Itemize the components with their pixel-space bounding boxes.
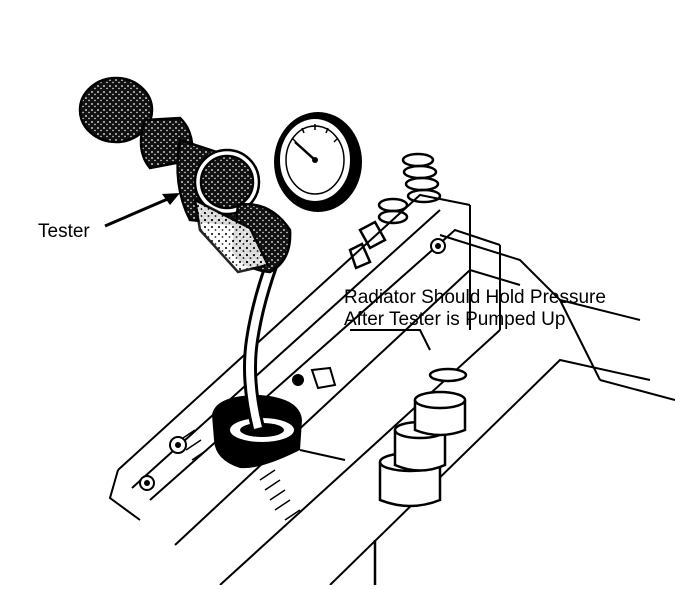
cylinder-parts [373,367,468,585]
spring-clamp-icon [348,152,442,270]
pressure-tester-pump [78,76,292,274]
hatch-marks [179,429,301,521]
radiator-note-line-2: After Tester is Pumped Up [344,309,566,330]
radiator-note-line-1: Radiator Should Hold Pressure [344,287,606,308]
bolt-icons [139,238,446,491]
tester-hose [243,252,282,430]
radiator-cap-adapter [212,395,302,469]
radiator-body [108,193,675,586]
pressure-gauge-icon [274,112,362,212]
tester-leader-arrow [104,193,180,228]
radiator-pressure-note: Radiator Should Hold Pressure After Test… [344,287,606,331]
tester-label: Tester [38,221,90,242]
